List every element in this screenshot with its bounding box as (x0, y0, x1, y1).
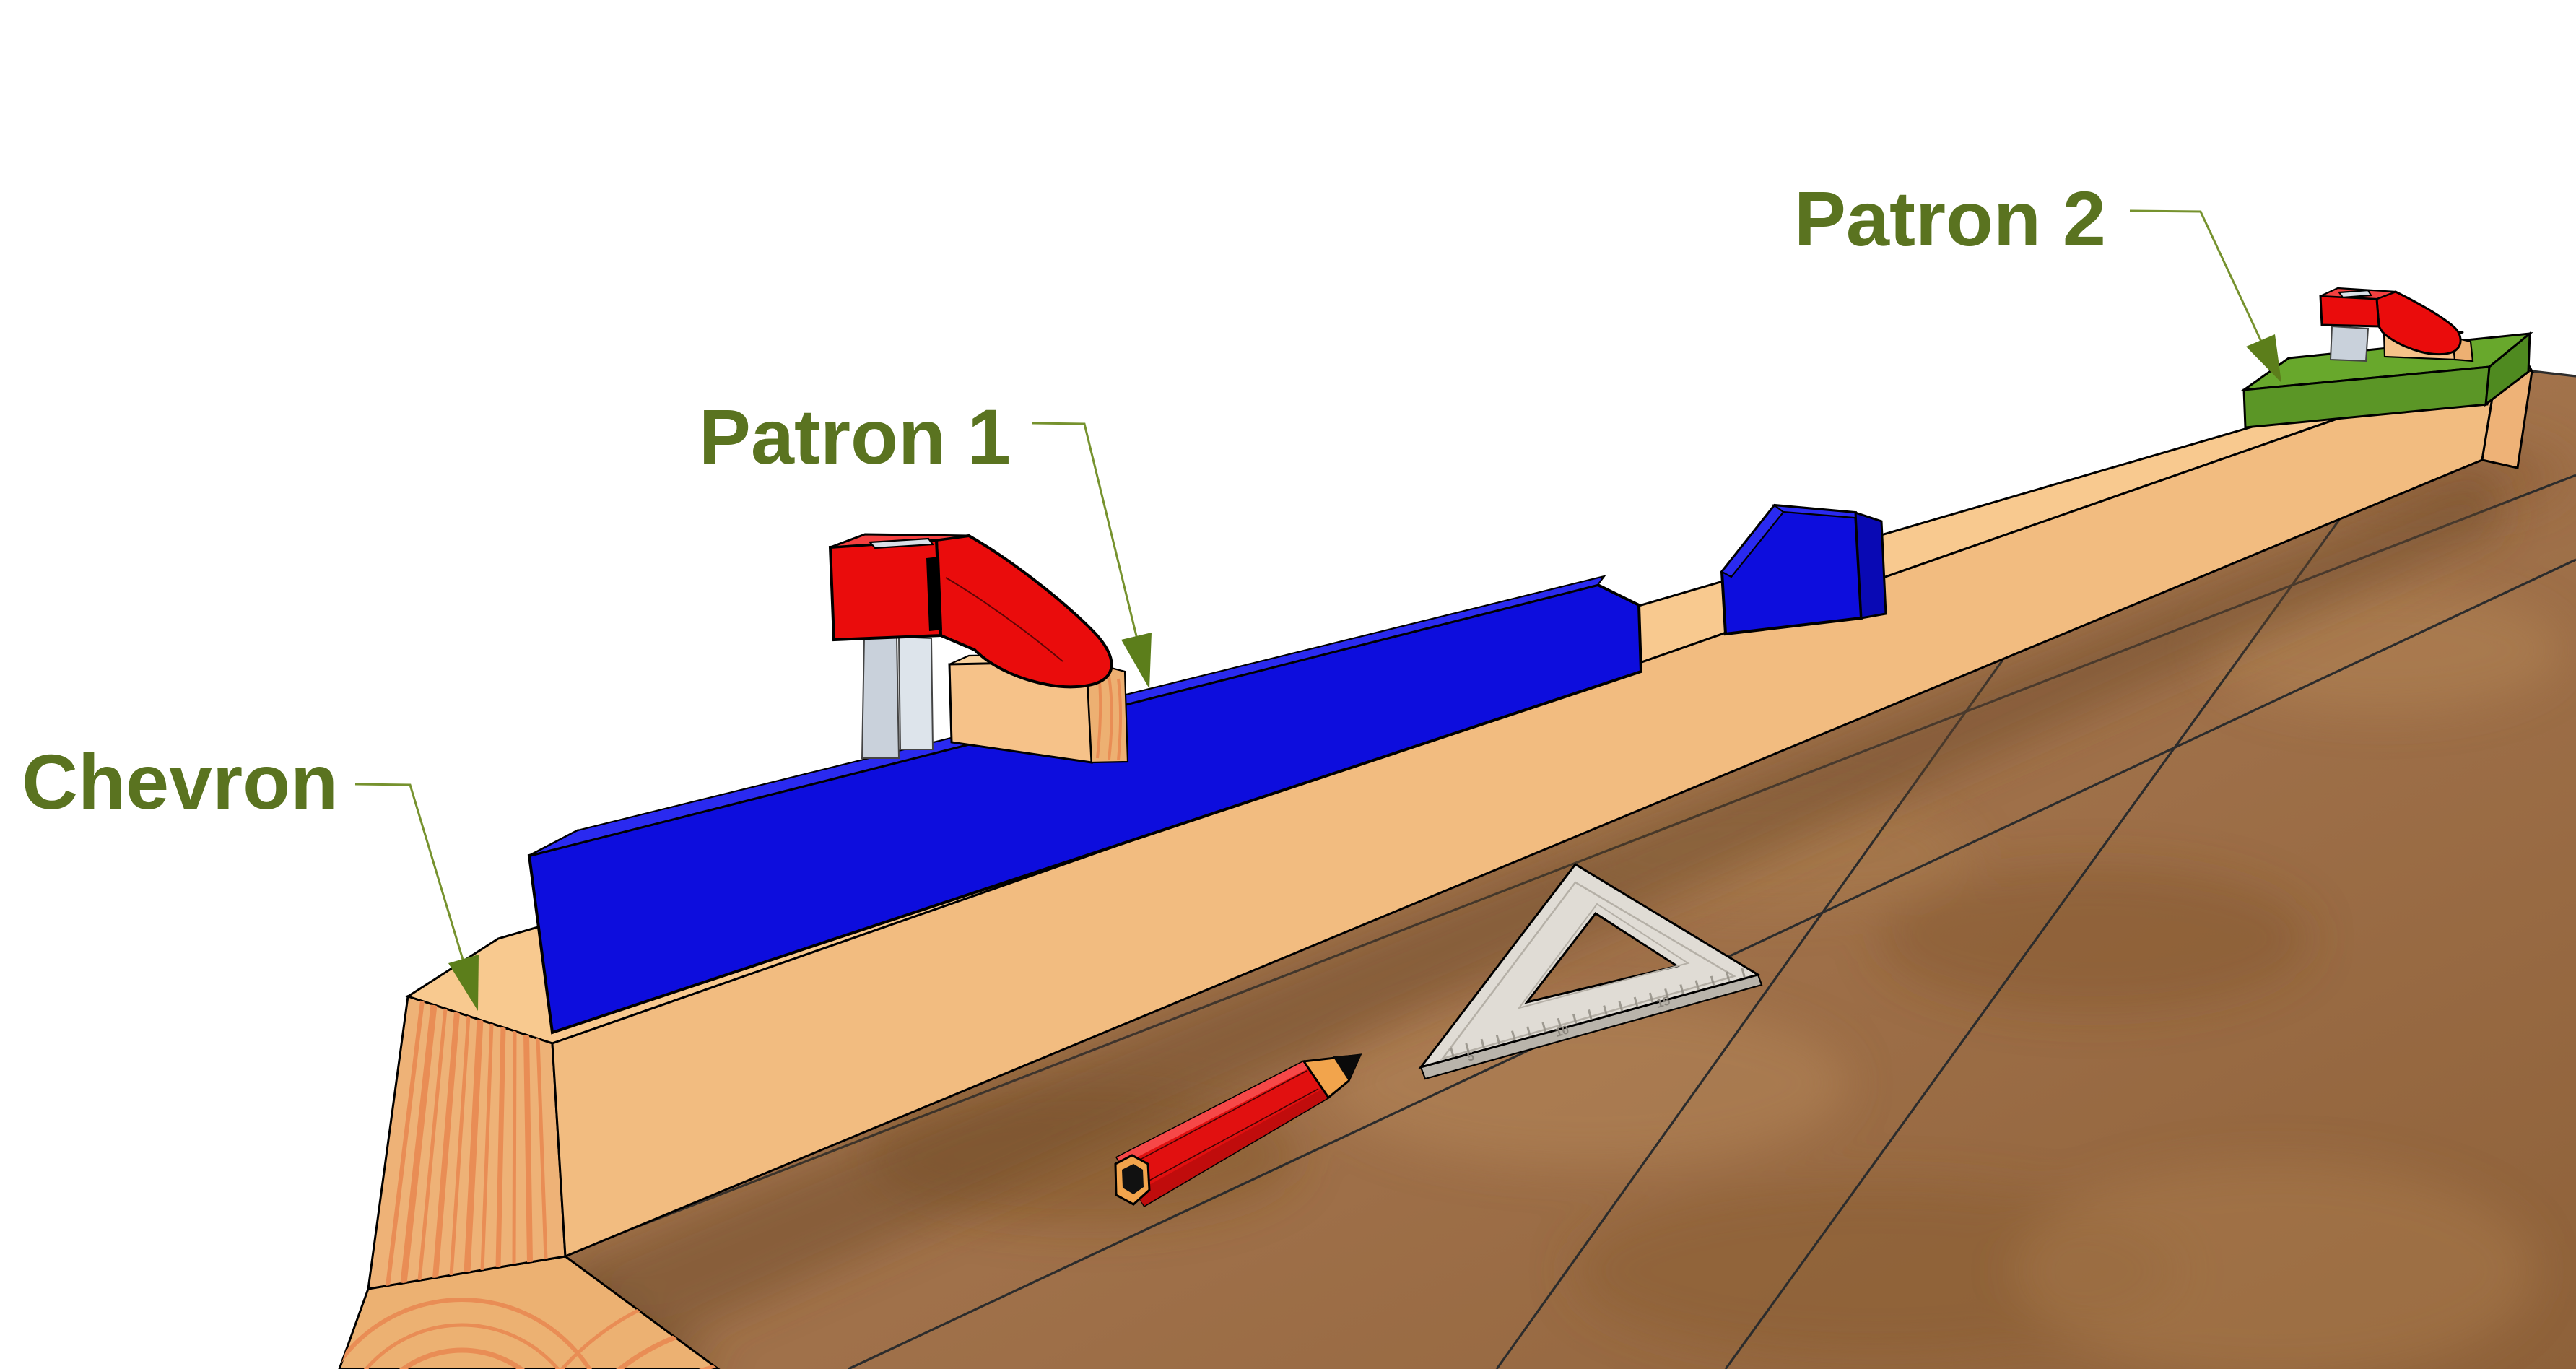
clamp1-bar-back (897, 635, 934, 750)
pencil-facet-line-1 (1119, 1070, 1307, 1171)
arrowhead-patron1 (1121, 633, 1152, 689)
blue-second-end-face (1854, 510, 1887, 620)
set-square-face (1418, 863, 1761, 1069)
label-chevron: Chevron (22, 738, 338, 825)
green-end-face (2484, 331, 2531, 407)
clamp1-bar (861, 636, 900, 759)
chevron-end-grain-stripes (386, 1000, 548, 1287)
floor-mottling (565, 433, 2576, 1369)
leader-line-chevron (354, 783, 469, 977)
arrowhead-chevron (448, 955, 479, 1011)
set-square-ruler-ticks (1450, 967, 1747, 1058)
clamp1-top-slot (868, 537, 935, 549)
floor-far-edge (2531, 370, 2576, 378)
set-square: 5 10 15 (1418, 863, 1763, 1080)
pencil (1114, 1053, 1362, 1208)
pencil-body-shadow-facet (1135, 1090, 1328, 1206)
pencil-facet-line-2 (1130, 1088, 1319, 1191)
clamp2-bar (2329, 325, 2370, 362)
clamp1-nose (934, 534, 1113, 689)
clamp1-head (828, 538, 943, 642)
pencil-end-lead-hex (1122, 1164, 1144, 1194)
label-patron2: Patron 2 (1794, 175, 2106, 262)
clamp1-black-slot (926, 557, 942, 631)
arrowhead-patron2 (2246, 334, 2281, 383)
set-square-outer-bevel (1440, 881, 1737, 1061)
wall-plate-grain-arcs (339, 1279, 718, 1369)
clamp2-top-slot (2337, 289, 2372, 299)
ruler-number-15: 15 (1655, 994, 1671, 1010)
clamp-1 (828, 533, 1129, 764)
clamp2-nose (2375, 290, 2462, 356)
ruler-number-10: 10 (1554, 1022, 1570, 1039)
annotations: Chevron Patron 1 Patron 2 (22, 175, 2281, 1011)
label-patron1: Patron 1 (699, 393, 1011, 480)
leader-line-patron2 (2129, 209, 2268, 355)
clamp2-head (2319, 295, 2380, 328)
pencil-body-highlight-facet (1117, 1061, 1308, 1165)
clamp1-nose-detail-line (945, 577, 1063, 662)
set-square-inner-bevel (1517, 903, 1690, 1009)
pencil-graphite-tip (1333, 1054, 1362, 1081)
clamp-2 (2319, 287, 2474, 362)
leader-line-patron1 (1032, 422, 1140, 646)
